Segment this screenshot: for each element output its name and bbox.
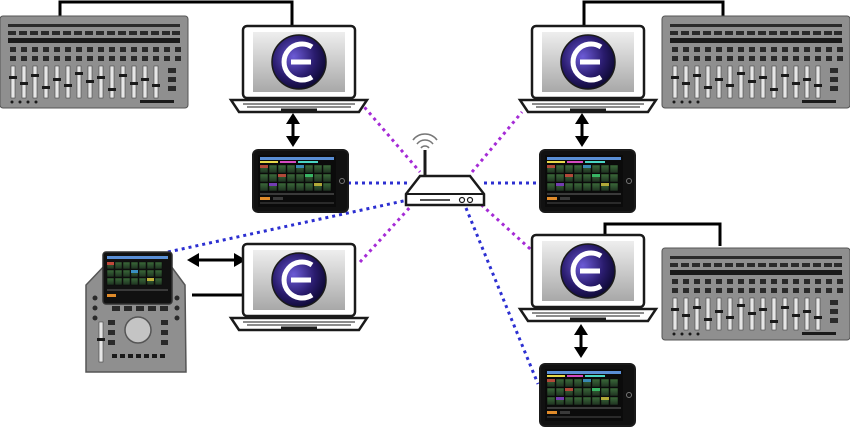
tablet-bottom-right [539, 363, 636, 427]
cable-links [58, 0, 725, 297]
sync-arrows [187, 113, 589, 358]
wifi-link-laptop-top-left [358, 101, 422, 173]
jog-wheel [124, 316, 152, 344]
cable-console-bottom-right [603, 222, 722, 246]
lan-link-controller [167, 198, 409, 254]
wifi-signal-icon [412, 133, 438, 149]
lan-link-tablet-bottom-right [464, 207, 540, 385]
wifi-link-laptop-top-right [470, 111, 524, 173]
arrow-top-left [286, 113, 300, 147]
laptop-top-right [520, 26, 656, 112]
laptop-top-left [231, 26, 367, 112]
wifi-links [358, 101, 540, 264]
arrow-controller [187, 253, 246, 267]
laptop-bottom-right [520, 235, 656, 321]
console-top-left [0, 15, 189, 109]
wifi-link-laptop-bottom-left [358, 203, 414, 264]
wifi-link-laptop-bottom-right [474, 198, 540, 258]
laptop-bottom-left [231, 244, 367, 330]
console-bottom-right [661, 247, 850, 341]
tablet-left [252, 149, 349, 213]
console-top-right [661, 15, 850, 109]
wifi-router [404, 133, 486, 207]
arrow-bottom-right [574, 324, 588, 358]
hardware-controller [85, 251, 187, 373]
lan-links [167, 181, 542, 385]
cable-console-top-left [58, 0, 294, 26]
arrow-top-right [575, 113, 589, 147]
tablet-right [539, 149, 636, 213]
cable-console-top-right [582, 0, 725, 26]
